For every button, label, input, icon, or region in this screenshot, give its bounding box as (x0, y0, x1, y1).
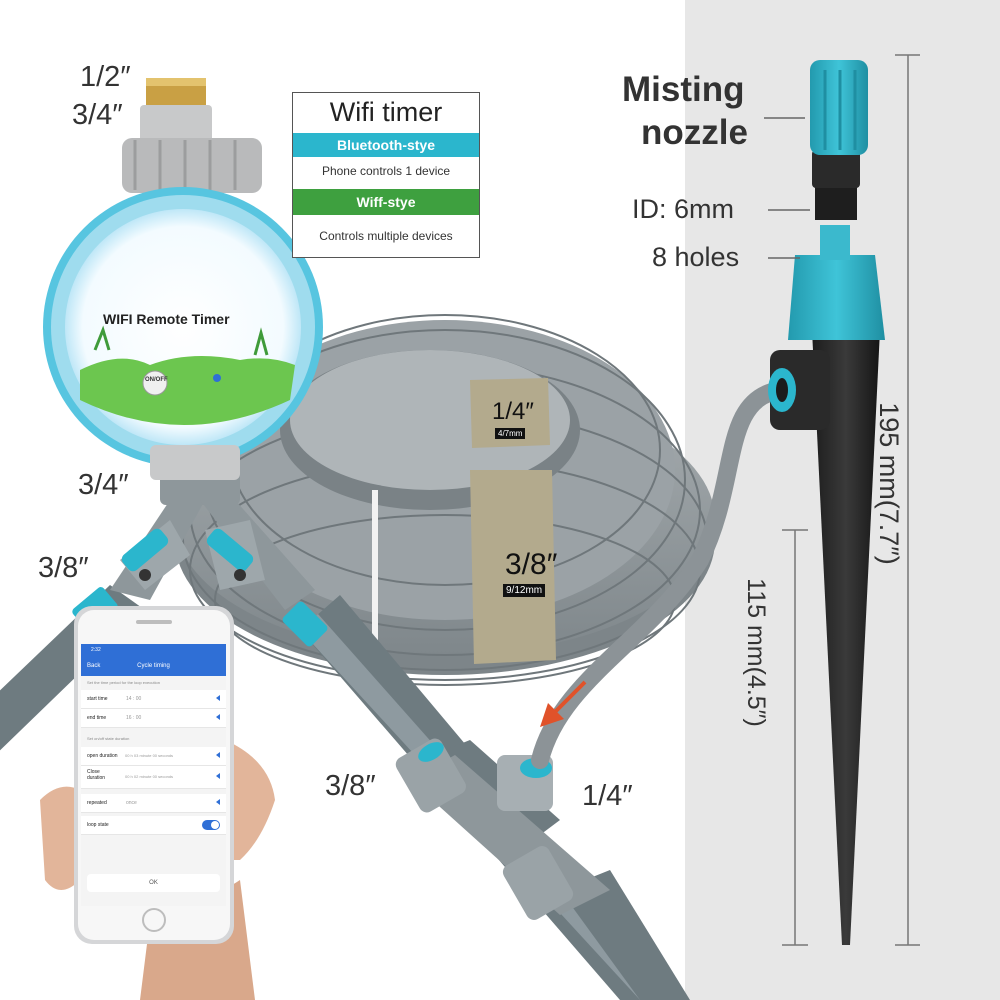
phone-status-bar: 2:32 (81, 644, 226, 656)
chevron-left-icon (216, 695, 220, 701)
screen-title: Cycle timing (137, 663, 170, 669)
toggle-knob (211, 821, 219, 829)
flow-arrow (540, 680, 587, 727)
chevron-left-icon (216, 714, 220, 720)
stake-height-dimension: 115 mm(4.5″) (741, 578, 770, 727)
nozzle-title-line1: Misting (622, 70, 745, 109)
status-time: 2:32 (91, 647, 101, 653)
back-button[interactable]: Back (87, 663, 101, 669)
start-time-label: start time (87, 696, 108, 702)
start-time-value: 14 : 00 (126, 696, 142, 702)
phone-app-screen: 2:32 Back Cycle timing Set the time peri… (81, 644, 226, 906)
close-duration-value: 00 h 02 minute 00 seconds (125, 774, 174, 779)
small-tubing-size: 1/4″ (492, 398, 534, 425)
timer-legend-title: Wifi timer (329, 97, 443, 127)
splitter-size-label: 3/8″ (38, 552, 89, 584)
loop-state-row: loop state (81, 816, 226, 835)
misting-nozzle (768, 60, 885, 945)
end-time-value: 16 : 00 (126, 715, 142, 721)
bluetooth-style-description: Phone controls 1 device (321, 164, 451, 178)
end-time-label: end time (87, 715, 107, 721)
open-duration-value: 00 h 03 minute 00 seconds (125, 753, 174, 758)
close-duration-label: Close duration (87, 769, 106, 781)
wifi-style-bar: Wiff-stye (293, 189, 479, 215)
end-time-row[interactable]: end time 16 : 00 (81, 709, 226, 728)
inlet-size-label-2: 3/4″ (72, 99, 123, 131)
start-time-row[interactable]: start time 14 : 00 (81, 690, 226, 709)
open-duration-row[interactable]: open duration 00 h 03 minute 00 seconds (81, 747, 226, 766)
timer-type-legend: Wifi timer Bluetooth-stye Phone controls… (292, 92, 480, 258)
chevron-left-icon (216, 773, 220, 779)
total-height-dimension: 195 mm(7.7″) (873, 402, 904, 565)
timer-face-label: WIFI Remote Timer (103, 311, 230, 327)
loop-state-toggle[interactable] (202, 820, 220, 830)
dimension-lines (782, 54, 920, 946)
ok-button[interactable]: OK (87, 874, 220, 892)
loop-state-label: loop state (87, 822, 109, 828)
callout-lines (764, 117, 810, 259)
tee-main-size-label: 3/8″ (325, 770, 376, 802)
close-duration-row[interactable]: Close duration 00 h 02 minute 00 seconds (81, 766, 226, 789)
bluetooth-style-bar: Bluetooth-stye (293, 133, 479, 157)
nozzle-holes-label: 8 holes (652, 242, 740, 272)
open-duration-label: open duration (87, 753, 118, 759)
chevron-left-icon (216, 752, 220, 758)
nozzle-id-label: ID: 6mm (632, 194, 735, 224)
outlet-size-label: 3/4″ (78, 469, 129, 501)
repeated-label: repeated (87, 800, 107, 806)
chevron-left-icon (216, 799, 220, 805)
duration-hint: Set on/off state duration (87, 736, 130, 741)
large-tubing-spec: 9/12mm (503, 584, 546, 597)
app-nav-bar: Back Cycle timing (81, 656, 226, 676)
wifi-timer-device (43, 78, 323, 480)
inlet-size-label-1: 1/2″ (80, 61, 131, 93)
repeated-value: once (126, 800, 137, 806)
small-tubing-spec: 4/7mm (495, 428, 526, 439)
tee-connector (395, 738, 610, 920)
nozzle-title-line2: nozzle (641, 113, 748, 152)
large-tubing-size: 3/8″ (505, 548, 558, 581)
repeated-row[interactable]: repeated once (81, 794, 226, 813)
tee-branch-size-label: 1/4″ (582, 780, 633, 812)
timer-onoff-button: ON/OFF (145, 377, 168, 383)
wifi-style-description: Controls multiple devices (319, 229, 453, 243)
loop-period-hint: Set the time period for the loop executi… (87, 680, 160, 685)
